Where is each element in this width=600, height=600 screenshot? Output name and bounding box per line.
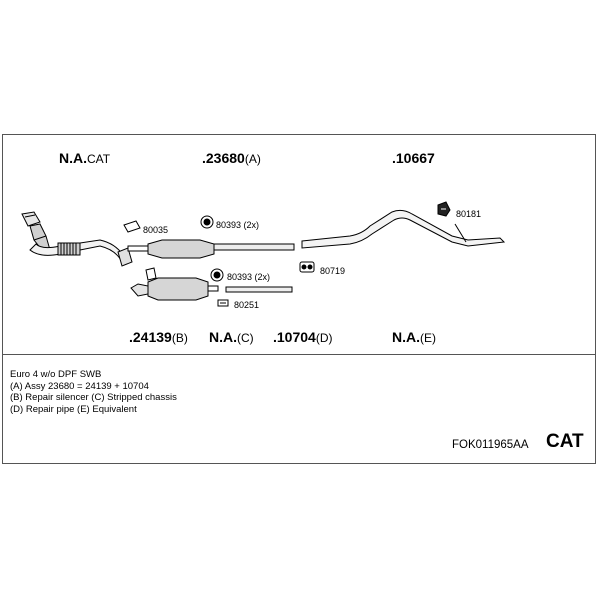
part-suffix: (D) bbox=[315, 331, 333, 345]
part-suffix: (B) bbox=[171, 331, 188, 345]
rubber-mount-icon[interactable] bbox=[299, 261, 315, 273]
kit-code: FOK011965AA bbox=[452, 439, 529, 451]
label-hanger: 80181 bbox=[456, 209, 482, 219]
part-number: .24139 bbox=[129, 329, 172, 345]
label-small-pipe: 80251 bbox=[234, 300, 260, 310]
small-pipe-icon[interactable] bbox=[217, 299, 229, 307]
kit-notes: Euro 4 w/o DPF SWB (A) Assy 23680 = 2413… bbox=[10, 369, 177, 415]
part-ref-n-a-cat[interactable]: N.A.CAT bbox=[59, 150, 110, 166]
note-line: (B) Repair silencer (C) Stripped chassis bbox=[10, 392, 177, 403]
part-number: .23680 bbox=[202, 150, 245, 166]
middle-silencer-assembly[interactable] bbox=[127, 239, 295, 259]
label-clamp-middle: 80393 (2x) bbox=[227, 272, 271, 282]
part-number: N.A. bbox=[209, 329, 237, 345]
rear-pipe[interactable] bbox=[301, 209, 506, 249]
part-number: .10704 bbox=[273, 329, 316, 345]
part-suffix: CAT bbox=[87, 152, 111, 166]
part-number: .10667 bbox=[392, 150, 435, 166]
hanger-icon[interactable] bbox=[437, 201, 451, 217]
repair-pipe[interactable] bbox=[225, 286, 293, 293]
part-suffix: (C) bbox=[237, 331, 254, 345]
note-line: (D) Repair pipe (E) Equivalent bbox=[10, 403, 137, 415]
diagram-frame bbox=[2, 134, 596, 464]
part-ref-10667[interactable]: .10667 bbox=[392, 150, 435, 166]
note-line: Euro 4 w/o DPF SWB bbox=[10, 369, 102, 380]
part-suffix: (E) bbox=[420, 331, 436, 345]
part-suffix: (A) bbox=[244, 152, 261, 166]
part-ref-10704[interactable]: .10704(D) bbox=[273, 329, 333, 345]
category-badge: CAT bbox=[546, 431, 584, 452]
repair-silencer[interactable] bbox=[130, 267, 219, 301]
part-ref-23680[interactable]: .23680(A) bbox=[202, 150, 261, 166]
part-ref-24139[interactable]: .24139(B) bbox=[129, 329, 188, 345]
part-ref-n-a-e[interactable]: N.A.(E) bbox=[392, 329, 436, 345]
gasket-icon[interactable] bbox=[123, 220, 141, 233]
label-rubber: 80719 bbox=[320, 266, 346, 276]
notes-divider bbox=[2, 354, 596, 355]
clamp-icon[interactable] bbox=[200, 215, 214, 229]
part-ref-n-a-c[interactable]: N.A.(C) bbox=[209, 329, 254, 345]
part-number: N.A. bbox=[392, 329, 420, 345]
front-pipe[interactable] bbox=[29, 239, 133, 267]
part-number: N.A. bbox=[59, 150, 87, 166]
clamp-icon-middle[interactable] bbox=[210, 268, 224, 282]
note-line: (A) Assy 23680 = 24139 + 10704 bbox=[10, 380, 149, 392]
label-gasket: 80035 bbox=[143, 225, 169, 235]
label-clamp-top: 80393 (2x) bbox=[216, 220, 260, 230]
